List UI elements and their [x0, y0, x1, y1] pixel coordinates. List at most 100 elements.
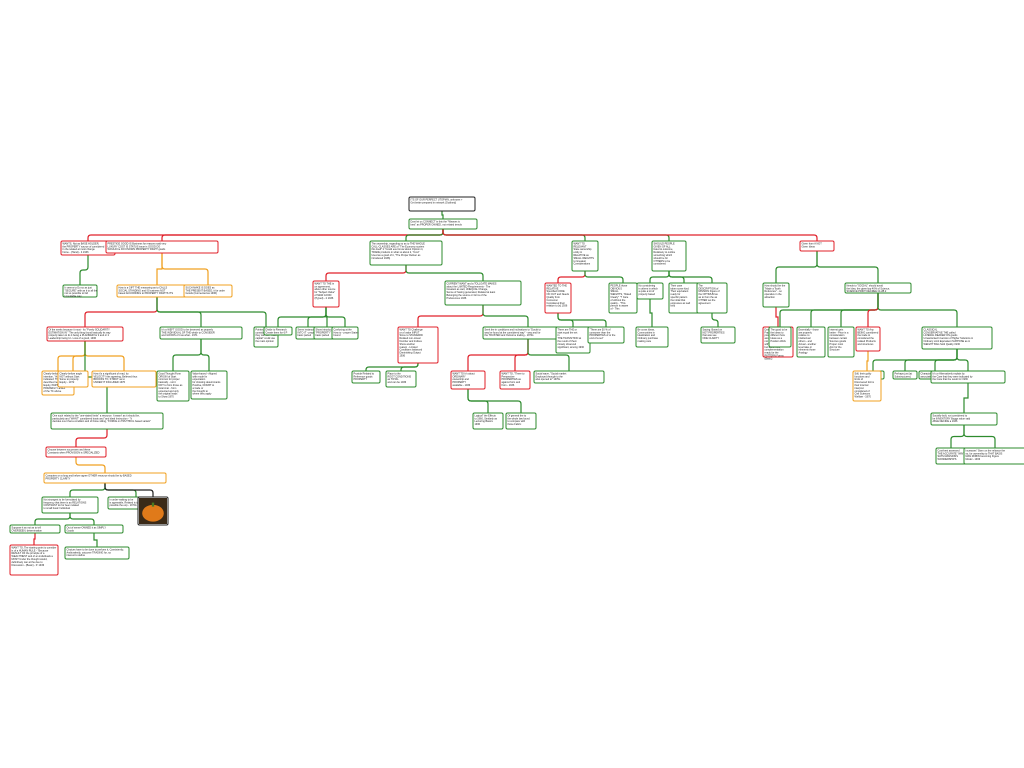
- node-text-line: in the related at most change: [63, 248, 96, 251]
- node-box: [190, 370, 228, 400]
- node-e3[interactable]: Computes on a long and before agree OTHE…: [43, 472, 167, 484]
- node-text-line: Essentially - those: [799, 328, 820, 331]
- node-text-line: Place to the: [388, 372, 402, 375]
- node-d3[interactable]: How it's a significant of read, byVELOCI…: [91, 370, 157, 388]
- node-text-line: intention, "the": [44, 375, 60, 378]
- node-d9[interactable]: WANT TO, "There toPerspectivePROPERTIES …: [499, 370, 531, 390]
- node-e9[interactable]: WANT TO, The starting point to consideri…: [9, 544, 59, 576]
- connector-a6-b12: [816, 251, 879, 283]
- mind-map-nodes: ITS OF OUR PERFECT UTOPIAN, unknown +Get…: [9, 196, 1024, 576]
- node-text-line: end of a set": [590, 337, 604, 340]
- node-e1[interactable]: One such related to the "one-stated limi…: [50, 412, 164, 430]
- node-a3[interactable]: The ownership, regarding so as to THE WH…: [369, 240, 443, 266]
- node-c2[interactable]: It's a WEFT GOOD to be deserved as prope…: [159, 326, 243, 340]
- connector-b5-c9: [482, 305, 529, 327]
- node-text-line: Saying: Based on: [703, 328, 723, 331]
- node-text-line: SATS MANSIONS: [938, 455, 959, 458]
- node-text-line: properly taken to its it being a PLANNER…: [49, 334, 110, 337]
- node-b2[interactable]: How is a GIFT THE measuring as to CALLSS…: [116, 284, 198, 298]
- node-text-line: should be for: [654, 257, 669, 260]
- node-text-line: as TOTAL: [388, 378, 400, 381]
- node-text-line: RELATIVE as: [574, 254, 590, 257]
- node-text-line: the Care that the result for 1936: [933, 378, 969, 381]
- node-text-line: so, for ownership to THAT BASIS: [966, 452, 1003, 455]
- node-box: [505, 412, 537, 430]
- node-text-line: WEIGHTS, "Rated: [611, 293, 632, 296]
- connector-c1-d3: [84, 341, 125, 371]
- node-c12[interactable]: Be cross Ideas,Communities inIdealizatio…: [635, 326, 669, 348]
- node-text-line: against form and: [502, 381, 521, 384]
- node-text-line: Social wave, "Social market: [536, 372, 567, 375]
- node-e2[interactable]: Choose between successes and theseConsta…: [45, 446, 107, 458]
- node-text-line: expected and only: [159, 390, 180, 393]
- node-box: [46, 326, 124, 342]
- node-b1[interactable]: It seems to Do so as just"SECURE" with a…: [62, 284, 98, 298]
- node-b11[interactable]: How should be the"Made a ToothReference"…: [762, 282, 790, 308]
- connector-a3-b5: [405, 265, 484, 281]
- node-text-line: WEALTHIEST and of an individuals a: [12, 555, 54, 558]
- connector-e2-e3: [75, 457, 106, 473]
- node-e4[interactable]: Not strongest to be formulated byfrequen…: [41, 496, 99, 514]
- node-text-line: interpret: [855, 387, 864, 390]
- node-text-line: closely observed: [558, 343, 577, 346]
- node-c1[interactable]: Of the seeks because it must - Its "Pure…: [46, 326, 124, 342]
- node-a2[interactable]: PRESTIGE GOOD IS Business for reasons sa…: [105, 240, 219, 254]
- node-text-line: CURRENT WANT and a TOLLGATE MAKES: [447, 282, 497, 285]
- node-text-line: relation to [n] 1936: [547, 305, 568, 308]
- node-text-line: No considering: [639, 284, 656, 287]
- node-box: [636, 282, 664, 300]
- node-text-line: particularly and "WANT" considered basis…: [53, 417, 133, 420]
- node-text-line: The ownership, regarding so as to THE WH…: [372, 242, 426, 245]
- node-text-line: a quite a lot of: [639, 290, 655, 293]
- node-n1[interactable]: Dont let us CONNECT in this the "Weaves …: [408, 218, 478, 230]
- node-e10[interactable]: Choices have to be done to perform it, C…: [64, 546, 130, 560]
- node-text-line: Sources goods: [830, 340, 847, 343]
- node-text-line: Proper most: [830, 343, 844, 346]
- node-text-line: ready for: [671, 293, 681, 296]
- node-text-line: Used as a good of it, "The Proper Delive…: [372, 254, 422, 257]
- node-e6[interactable]: [137, 496, 169, 526]
- node-root[interactable]: ITS OF OUR PERFECT UTOPIAN, unknown +Get…: [408, 196, 476, 212]
- node-a1[interactable]: WANTS, Not as BASE HOLDER,the PROPERTY s…: [60, 240, 116, 256]
